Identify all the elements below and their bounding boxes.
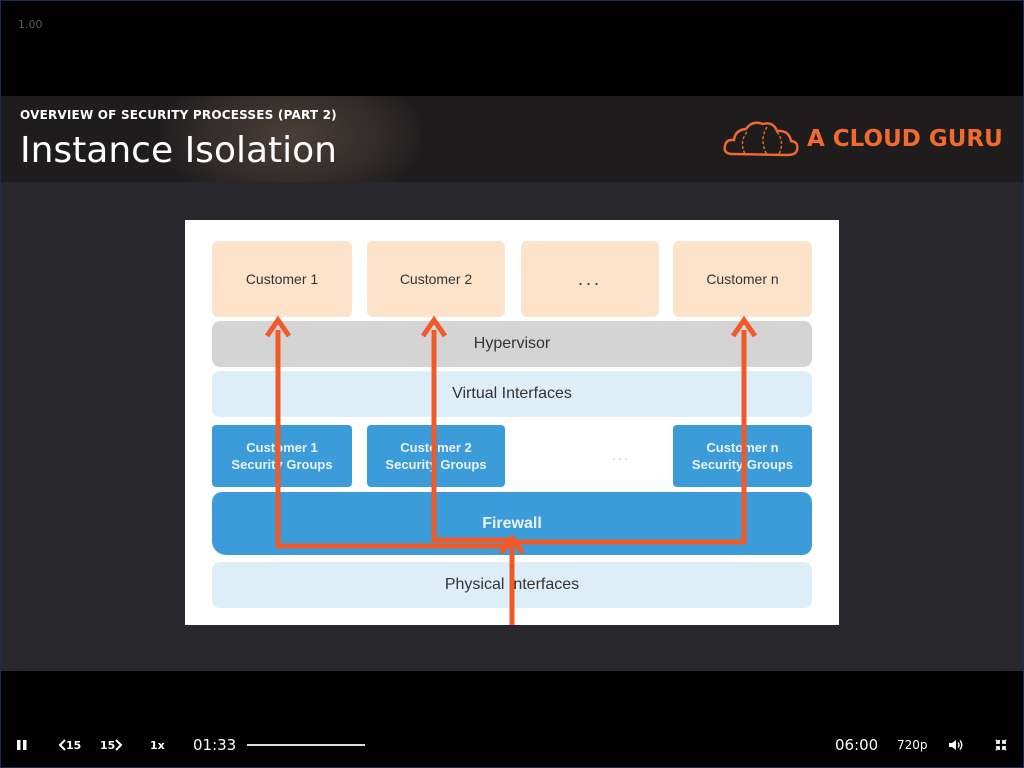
- slide-header: OVERVIEW OF SECURITY PROCESSES (PART 2) …: [1, 96, 1023, 182]
- traffic-arrows: [264, 315, 758, 625]
- rewind-15-icon: [58, 739, 66, 751]
- quality-button[interactable]: 720p: [897, 738, 928, 752]
- forward-15-label: 15: [100, 738, 116, 752]
- slide-kicker: OVERVIEW OF SECURITY PROCESSES (PART 2): [20, 108, 337, 122]
- arrowhead-customer-n: [730, 315, 758, 338]
- customer-1-box: Customer 1: [212, 241, 352, 317]
- forward-15-button[interactable]: 15: [100, 730, 123, 760]
- arrowhead-customer-1: [264, 315, 292, 338]
- duration: 06:00: [835, 736, 879, 754]
- hypervisor-layer: Hypervisor: [212, 321, 812, 367]
- customer-2-box: Customer 2: [367, 241, 505, 317]
- customer-1-security-groups: Customer 1 Security Groups: [212, 425, 352, 487]
- diagram-slide: Customer 1 Customer 2 ... Customer n Hyp…: [185, 220, 839, 625]
- player-controls: 15 15 1x 01:33 06:00 720p: [0, 730, 1024, 760]
- volume-button[interactable]: [948, 730, 964, 760]
- arrow-customer-2: [431, 330, 512, 543]
- volume-icon: [949, 740, 963, 750]
- customer-n-box: Customer n: [673, 241, 812, 317]
- rewind-15-label: 15: [66, 738, 82, 752]
- version-label: 1.00: [18, 18, 43, 31]
- exit-fullscreen-icon: [995, 739, 1007, 751]
- forward-15-icon: [115, 739, 123, 751]
- cloud-logo-icon: [723, 121, 799, 157]
- presenter-silhouette: [161, 96, 421, 182]
- arrow-customer-1: [275, 330, 512, 549]
- customer-ellipsis-box: ...: [521, 241, 659, 317]
- rewind-15-button[interactable]: 15: [58, 730, 81, 760]
- arrow-customer-n: [512, 330, 747, 545]
- virtual-interfaces-layer: Virtual Interfaces: [212, 371, 812, 417]
- brand-name: A CLOUD GURU: [807, 126, 1003, 152]
- security-groups-ellipsis: ...: [612, 447, 630, 463]
- video-area[interactable]: OVERVIEW OF SECURITY PROCESSES (PART 2) …: [1, 96, 1023, 671]
- exit-fullscreen-button[interactable]: [995, 730, 1007, 760]
- playback-speed-button[interactable]: 1x: [150, 738, 165, 752]
- arrowhead-customer-2: [420, 315, 448, 338]
- brand-logo: A CLOUD GURU: [721, 118, 1003, 164]
- pause-button[interactable]: [16, 730, 28, 760]
- arrowhead-physical-up: [498, 533, 526, 555]
- pause-icon: [17, 740, 27, 750]
- sg-1-line1: Customer 1: [246, 440, 318, 455]
- sg-1-line2: Security Groups: [231, 457, 333, 472]
- slide-title: Instance Isolation: [20, 130, 337, 171]
- current-time: 01:33: [193, 736, 237, 754]
- progress-track[interactable]: [247, 744, 365, 746]
